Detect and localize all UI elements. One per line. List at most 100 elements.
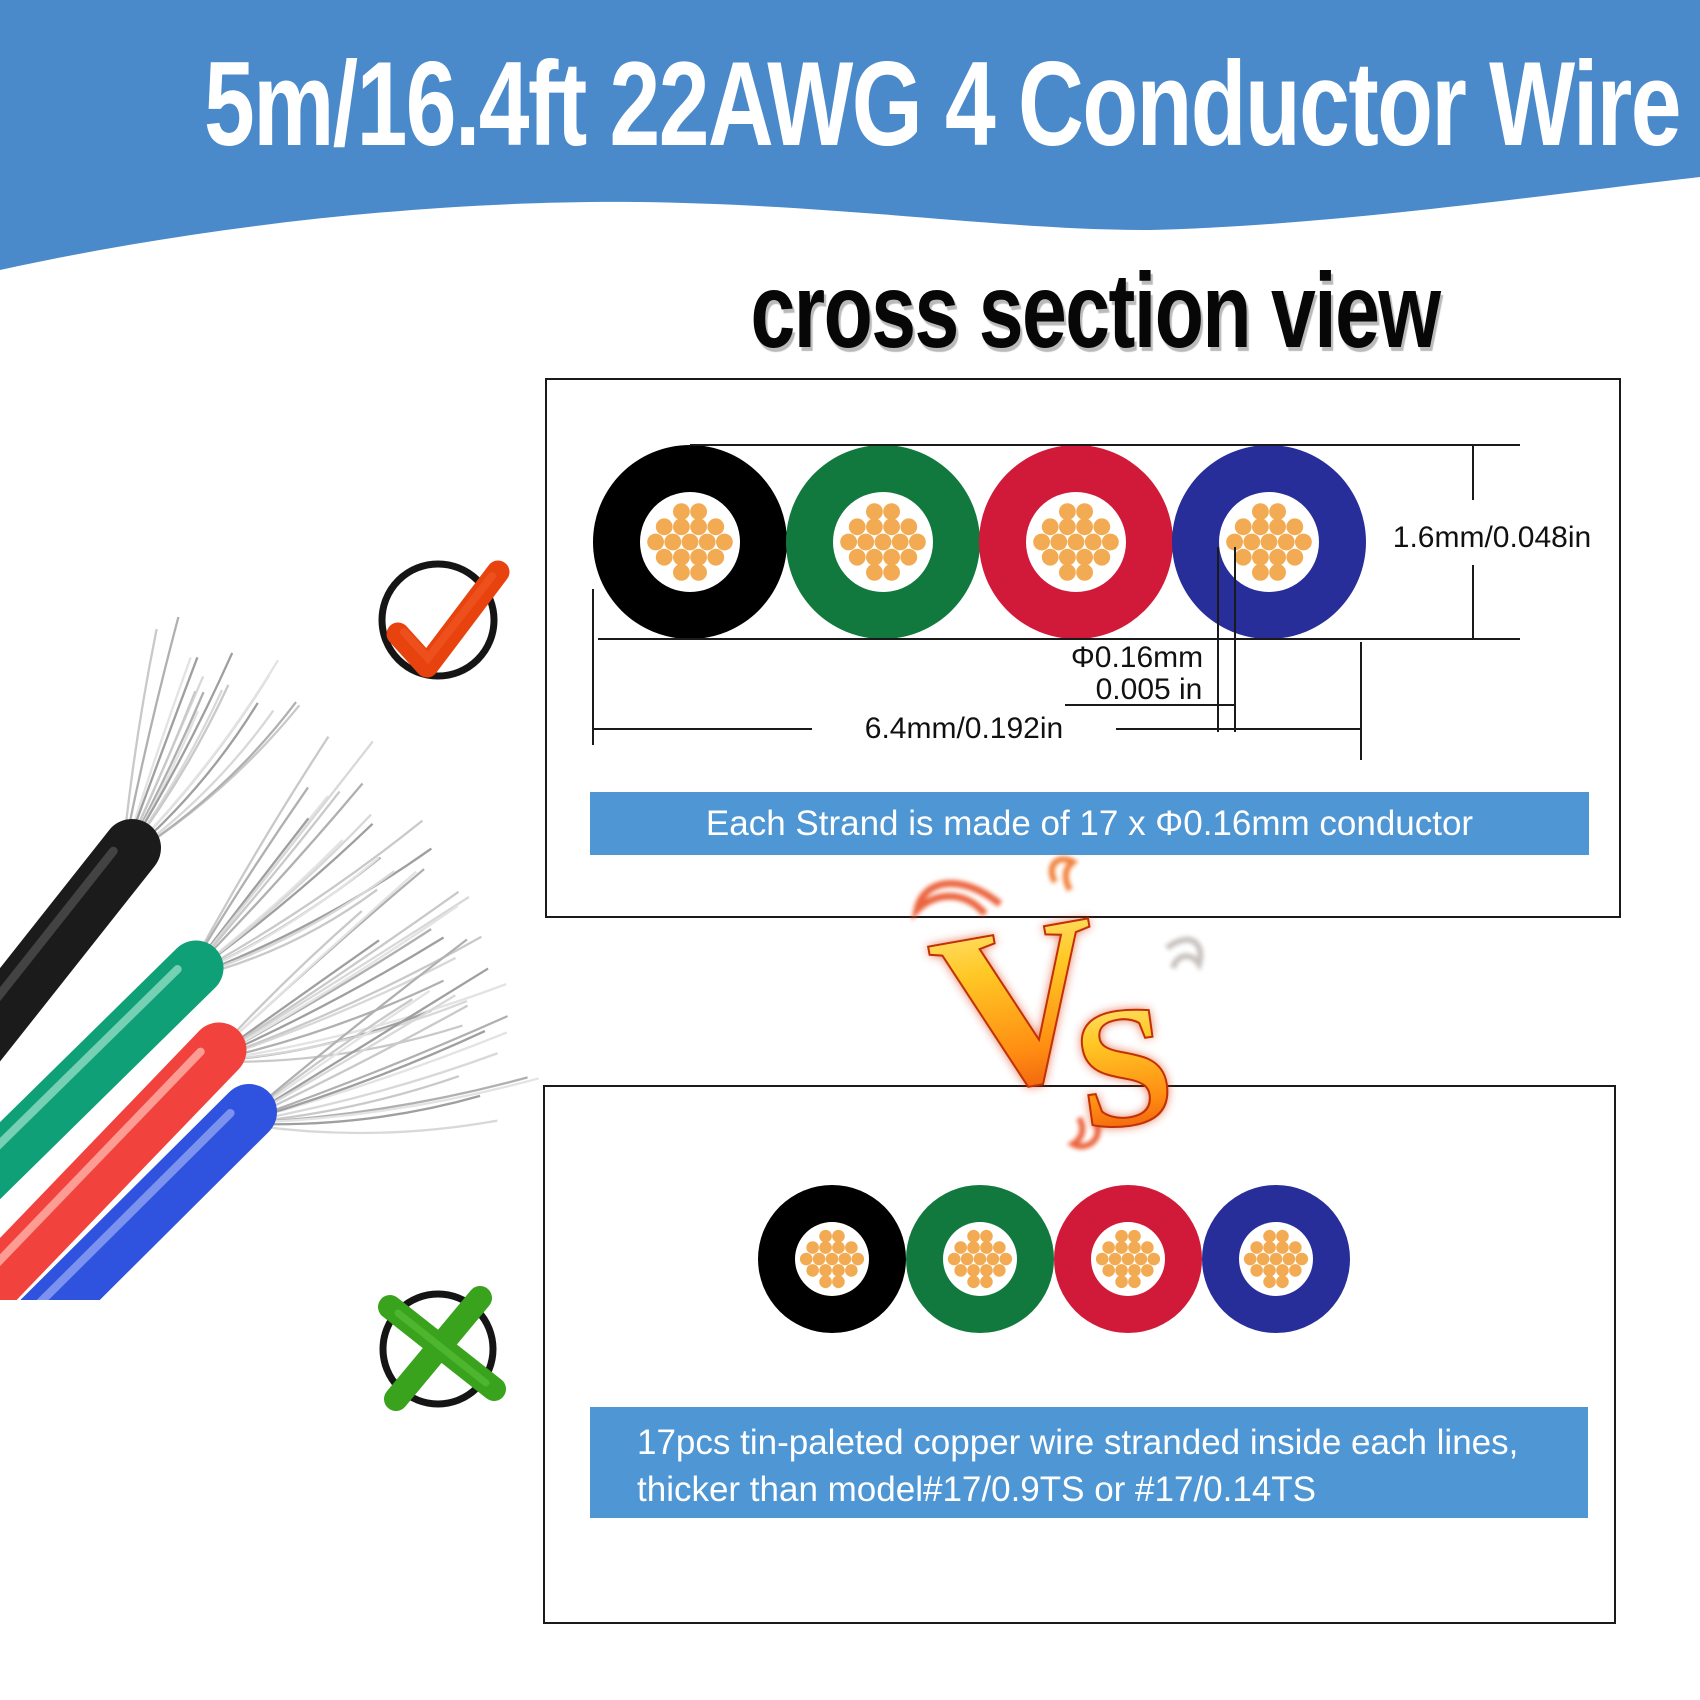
- conductor-strand-dot: [819, 1275, 832, 1289]
- conductor-strand-dot: [1295, 533, 1312, 551]
- conductor-strand-dot: [681, 533, 699, 551]
- wire-photo: [0, 616, 539, 1300]
- wire-insulation: [0, 819, 161, 1062]
- conductor-strand-dot: [1059, 564, 1076, 581]
- conductor-strand-dot: [1033, 533, 1050, 551]
- strand-diameter-mm-label: Φ0.16mm: [1070, 641, 1204, 674]
- conductor-strand-dot: [707, 548, 725, 566]
- conductor-strand-dot: [1093, 518, 1111, 536]
- conductor-strand-dot: [954, 1241, 967, 1254]
- cross-section-diagram: [592, 444, 1520, 760]
- cross-circle-outline: [379, 1290, 497, 1408]
- conductor-strand-dot: [1243, 533, 1261, 551]
- conductor-strand-dot: [690, 503, 707, 520]
- conductor-strand-dot: [1252, 564, 1269, 581]
- photo-wire: [0, 868, 507, 1300]
- conductor-strand-dot: [1059, 518, 1076, 536]
- cross-icon: [378, 1286, 506, 1411]
- conductor-strand-dot: [673, 548, 690, 566]
- conductor-strand-dot: [866, 548, 883, 566]
- conductor-strand-dot: [1108, 1252, 1122, 1266]
- conductor-strand-dot: [980, 1241, 993, 1254]
- conductor-strand-dot: [716, 533, 733, 551]
- conductor-strand-dot: [1059, 548, 1076, 566]
- conductor-strand-dot: [967, 1241, 980, 1254]
- conductor-strand-dot: [1286, 548, 1304, 566]
- conductor-strand-dot: [1141, 1241, 1154, 1254]
- photo-wire: [0, 736, 433, 1200]
- conductor-strand-dot: [909, 533, 926, 551]
- conductor-strand-dot: [1252, 518, 1269, 536]
- conductor-strand-dot: [947, 1252, 961, 1266]
- conductor-strand-dot: [1076, 503, 1093, 520]
- dim-width-label: 6.4mm/0.192in: [864, 710, 1064, 748]
- conductor-strand-dot: [891, 533, 909, 551]
- conductor-strand-dot: [838, 1252, 852, 1266]
- conductor-strand-dot: [655, 548, 673, 566]
- conductor-strand-dot: [1084, 533, 1102, 551]
- conductor-strand-dot: [883, 564, 900, 581]
- conductor-strand-dot: [1128, 1241, 1141, 1254]
- conductor-strand-dot: [690, 564, 707, 581]
- conductor-strand-dot: [690, 548, 707, 566]
- vs-fire-graphic: V S V S: [911, 856, 1204, 1157]
- conductor-strand-dot: [848, 518, 866, 536]
- conductor-strand-dot: [1263, 1275, 1276, 1289]
- conductor-strand-dot: [1141, 1264, 1154, 1277]
- conductor-strand-dot: [1276, 1264, 1289, 1277]
- conductor-strand-dot: [1263, 1229, 1276, 1243]
- conductor-strand-dot: [866, 564, 883, 581]
- conductor-strand-dot: [832, 1229, 845, 1243]
- conductor-strand-dot: [1269, 564, 1286, 581]
- flame-wisp-left: [911, 879, 1003, 921]
- conductor-strand-dot: [655, 518, 673, 536]
- conductor-strand-dot: [845, 1241, 858, 1254]
- bare-strand: [183, 740, 374, 980]
- conductor-strand-dot: [707, 518, 725, 536]
- conductor-strand-dot: [1050, 533, 1068, 551]
- conductor-strand-dot: [1263, 1264, 1276, 1277]
- conductor-strand-dot: [1252, 548, 1269, 566]
- conductor-strand-dot: [1282, 1252, 1296, 1266]
- conductor-strand-dot: [673, 518, 690, 536]
- smoke-wisp-right: [1165, 936, 1204, 971]
- dim-height-label: 1.6mm/0.048in: [1392, 519, 1592, 557]
- conductor-strand-dot: [883, 518, 900, 536]
- conductor-strand-dot: [1076, 548, 1093, 566]
- conductor-strand-dot: [825, 1252, 839, 1266]
- cross-section-diagram-small: [758, 1185, 1350, 1333]
- conductor-strand-dot: [980, 1275, 993, 1289]
- conductor-strand-dot: [866, 503, 883, 520]
- conductor-strand-dot: [1076, 564, 1093, 581]
- conductor-strand-dot: [1277, 533, 1295, 551]
- wire-insulation-highlight: [0, 965, 182, 1150]
- conductor-strand-dot: [1286, 518, 1304, 536]
- check-circle-outline: [378, 560, 498, 680]
- conductor-strand-dot: [1256, 1252, 1270, 1266]
- flame-wisp-bottom: [1067, 1116, 1101, 1150]
- cross-section-panel-competitor: 17pcs tin-paleted copper wire stranded i…: [543, 1085, 1616, 1624]
- conductor-strand-dot: [1115, 1229, 1128, 1243]
- flame-wisp-top: [1048, 856, 1079, 892]
- section-title: cross section view: [750, 252, 1441, 370]
- conductor-strand-dot: [1147, 1252, 1161, 1266]
- conductor-strand-dot: [1115, 1275, 1128, 1289]
- conductor-strand-dot: [980, 1264, 993, 1277]
- conductor-strand-dot: [1093, 548, 1111, 566]
- conductor-strand-dot: [883, 548, 900, 566]
- conductor-strand-dot: [1059, 503, 1076, 520]
- page-title: 5m/16.4ft 22AWG 4 Conductor Wire: [204, 37, 1681, 171]
- conductor-strand-dot: [960, 1252, 974, 1266]
- conductor-strand-dot: [1250, 1241, 1263, 1254]
- conductor-strand-dot: [848, 548, 866, 566]
- conductor-strand-dot: [973, 1252, 987, 1266]
- conductor-strand-dot: [980, 1229, 993, 1243]
- conductor-strand-dot: [857, 533, 875, 551]
- conductor-strand-dot: [883, 503, 900, 520]
- conductor-strand-dot: [1289, 1241, 1302, 1254]
- conductor-strand-dot: [1234, 518, 1252, 536]
- cross-mark-highlight: [394, 1309, 490, 1387]
- bare-strand: [207, 983, 507, 1063]
- conductor-strand-dot: [698, 533, 716, 551]
- conductor-strand-dot: [900, 518, 918, 536]
